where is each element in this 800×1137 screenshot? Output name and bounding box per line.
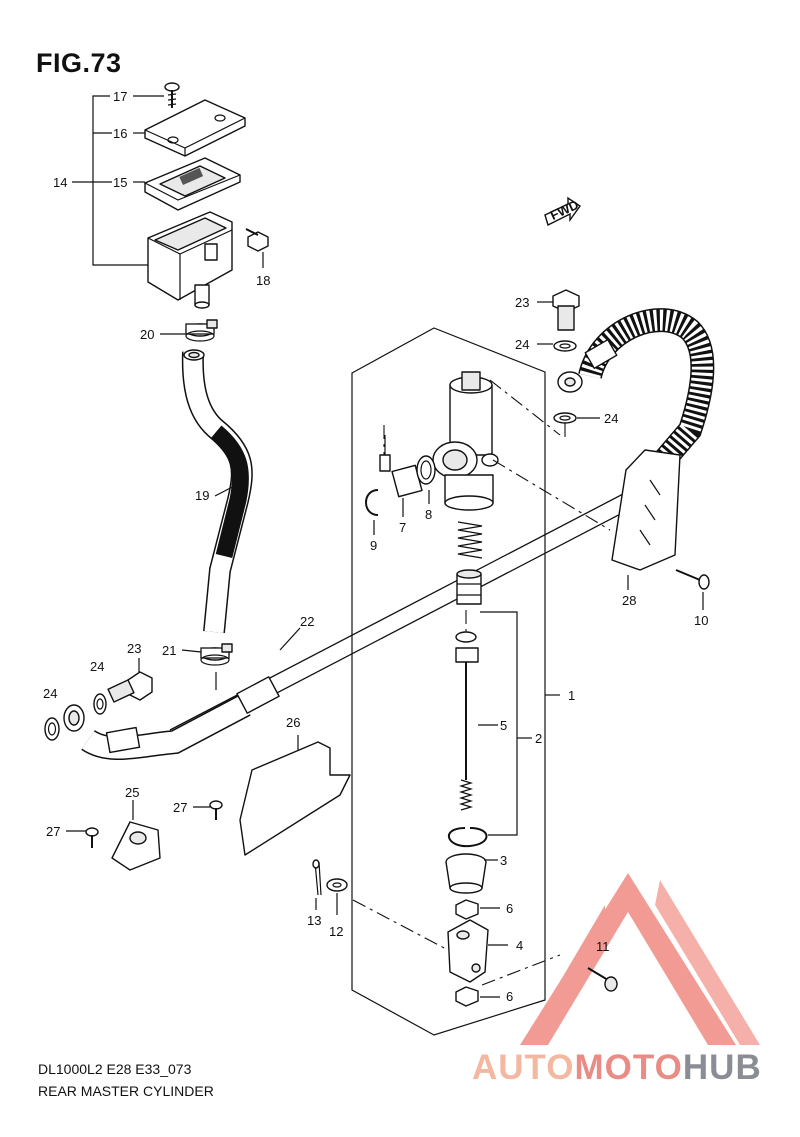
callout-20: 20: [140, 327, 154, 342]
callout-28: 28: [622, 593, 636, 608]
callout-23: 23: [127, 641, 141, 656]
callout-3: 3: [500, 853, 507, 868]
o-ring-8-icon: [416, 455, 436, 504]
banjo-bolt-23-left: [107, 658, 153, 703]
callout-8: 8: [425, 507, 432, 522]
callout-7: 7: [399, 520, 406, 535]
protector-26: [239, 735, 351, 856]
callout-25: 25: [125, 785, 139, 800]
cotter-pin-13-icon: [312, 859, 322, 910]
watermark-moto: MOTO: [574, 1048, 683, 1087]
callout-10: 10: [694, 613, 708, 628]
boot-icon: [445, 853, 487, 894]
callout-1: 1: [568, 688, 575, 703]
callout-6: 6: [506, 989, 513, 1004]
clamp-25-icon: [111, 800, 161, 871]
banjo-bolt-23-right: [552, 289, 580, 331]
right-brake-hose: [557, 308, 715, 473]
callout-16: 16: [113, 126, 127, 141]
callout-13: 13: [307, 913, 321, 928]
reservoir-hose-19: [181, 349, 253, 634]
brake-hose-22: [63, 479, 656, 761]
hose-connector-7: [379, 435, 423, 517]
callout-11: 11: [596, 939, 610, 954]
screw-27-icon: [85, 827, 99, 848]
diaphragm-plate-15: [144, 157, 241, 211]
screw-10-icon: [675, 569, 710, 610]
fwd-label: FWD: [548, 197, 581, 223]
callout-23: 23: [515, 295, 529, 310]
circlip-icon: [447, 827, 488, 848]
callout-15: 15: [113, 175, 127, 190]
nut-6-icon: [455, 986, 479, 1007]
hose-guard-28: [611, 449, 681, 590]
callout-24: 24: [604, 411, 618, 426]
callout-24: 24: [43, 686, 57, 701]
spring-icon: [457, 521, 483, 559]
screw-27-icon: [209, 800, 223, 820]
callout-27: 27: [46, 824, 60, 839]
nut-6-icon: [455, 899, 479, 920]
reservoir-cap-16: [144, 99, 246, 157]
callout-6: 6: [506, 901, 513, 916]
clevis-4: [447, 919, 489, 983]
reservoir-body: [147, 211, 233, 309]
reservoir-assembly: [72, 82, 269, 690]
callout-2: 2: [535, 731, 542, 746]
callout-labels: 17 16 14 15 18 20 19 23 24 24 28 10 9 7 …: [43, 89, 708, 1004]
washer-24-icon: [44, 717, 60, 741]
push-rod-5: [455, 631, 479, 811]
callout-5: 5: [500, 718, 507, 733]
callout-12: 12: [329, 924, 343, 939]
washer-24-icon: [553, 412, 577, 424]
callout-4: 4: [516, 938, 523, 953]
callout-9: 9: [370, 538, 377, 553]
callout-17: 17: [113, 89, 127, 104]
circlip-9-icon: [365, 489, 379, 535]
callout-22: 22: [300, 614, 314, 629]
washer-24-icon: [93, 693, 107, 715]
cylinder-body: [432, 371, 499, 511]
clamp-21-icon: [200, 643, 233, 666]
watermark-text: AUTOMOTOHUB: [472, 1048, 762, 1088]
model-code: DL1000L2 E28 E33_073: [38, 1061, 192, 1077]
pin-11-icon: [587, 967, 618, 992]
piston-cup-icon: [456, 569, 482, 605]
bolt-18-icon: [245, 228, 269, 268]
callout-27: 27: [173, 800, 187, 815]
callout-19: 19: [195, 488, 209, 503]
callout-14: 14: [53, 175, 67, 190]
watermark-hub: HUB: [682, 1048, 762, 1087]
callout-18: 18: [256, 273, 270, 288]
guide-lines: [352, 379, 611, 986]
washer-12-icon: [326, 878, 348, 915]
callout-24: 24: [90, 659, 104, 674]
callout-21: 21: [162, 643, 176, 658]
callout-26: 26: [286, 715, 300, 730]
diagram-name: REAR MASTER CYLINDER: [38, 1083, 214, 1099]
figure-title: FIG.73: [36, 48, 122, 78]
master-cylinder-outline: [351, 327, 560, 1036]
callout-24: 24: [515, 337, 529, 352]
clamp-20-icon: [185, 319, 218, 342]
washer-24-icon: [553, 340, 577, 352]
watermark-auto: AUTO: [472, 1048, 575, 1087]
screw-17-icon: [164, 82, 180, 108]
watermark-triangle: [520, 873, 760, 1045]
fwd-arrow-icon: FWD: [544, 196, 581, 226]
